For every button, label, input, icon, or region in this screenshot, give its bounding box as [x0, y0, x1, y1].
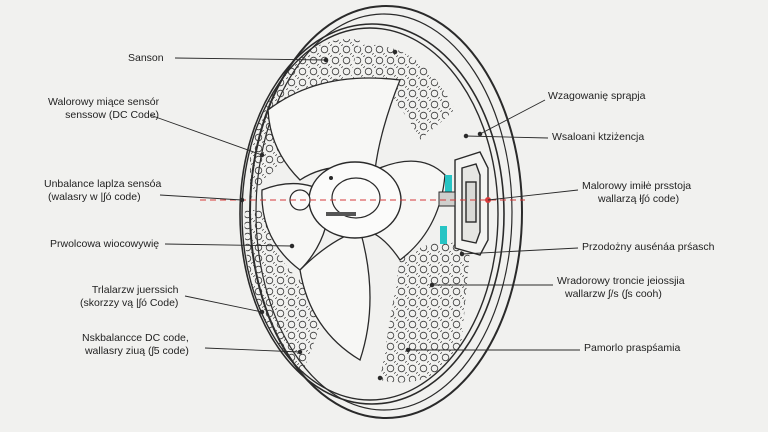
- label-right-1-line1: Wzagowanię sprąpja: [548, 90, 646, 102]
- label-right-3: Malorowy imiłė prsstoja wallarzą łʃó cod…: [582, 180, 691, 206]
- label-left-6-line1: Nskbalancce DC code,: [82, 332, 189, 344]
- label-right-3-line2: wallarzą łʃó code): [598, 193, 680, 205]
- hub-dot: [329, 176, 333, 180]
- label-left-2-line1: Walorowy miące sensór: [48, 96, 160, 108]
- label-left-2: Walorowy miące sensór senssow (DC Code): [48, 96, 159, 122]
- label-left-6: Nskbalancce DC code, wallasry ziuą (ʃ5 c…: [82, 332, 189, 358]
- leader-lines: [149, 49, 580, 381]
- label-left-1-line1: Sanson: [128, 52, 164, 64]
- drum-inner-edge: [241, 27, 499, 401]
- cyan-sensor-bottom: [440, 226, 447, 244]
- label-left-4-line1: Prwolcowa wiocowywię: [50, 238, 160, 250]
- label-right-2-line1: Wsaloani ktziżencja: [552, 131, 645, 143]
- sensor-block: [438, 191, 456, 207]
- cyan-sensor-top: [445, 175, 452, 193]
- label-right-4: Przodożny ausénáa prśasch: [582, 241, 715, 254]
- label-left-5-line1: Trlalarzw juerssich: [91, 284, 179, 296]
- label-left-3: Unbalance laplza sensóa (walasry w |ʃó c…: [44, 178, 161, 204]
- hub-inner: [331, 177, 381, 219]
- label-left-2-line2: senssow (DC Code): [65, 109, 160, 121]
- label-left-5: Trlalarzw juerssich (skorzzy vą |ʃó Code…: [80, 284, 178, 310]
- label-left-1: Sanson: [128, 52, 164, 65]
- label-right-1: Wzagowanię sprąpja: [548, 90, 645, 103]
- label-right-5-line2: wallarzw ʃ/s (ʃs cooh): [565, 288, 662, 300]
- drum-lip: [239, 23, 505, 405]
- label-left-4: Prwolcowa wiocowywię: [50, 238, 159, 251]
- hub-emblem: [326, 212, 356, 216]
- label-right-5-line1: Wradorowy troncie jeiossjia: [557, 275, 685, 287]
- label-left-5-line2: (skorzzy vą |ʃó Code): [80, 297, 179, 309]
- label-left-3-line2: (walasry w |ʃó code): [48, 191, 141, 203]
- label-right-6: Pamorlo praspśamia: [584, 342, 680, 355]
- label-right-4-line1: Przodożny ausénáa prśasch: [582, 241, 715, 253]
- label-left-6-line2: wallasry ziuą (ʃ5 code): [84, 345, 189, 357]
- label-right-6-line1: Pamorlo praspśamia: [584, 342, 681, 354]
- label-left-3-line1: Unbalance laplza sensóa: [44, 178, 162, 190]
- label-right-5: Wradorowy troncie jeiossjia wallarzw ʃ/s…: [557, 275, 685, 301]
- label-right-2: Wsaloani ktziżencja: [552, 131, 644, 144]
- sensor-housing: [454, 151, 489, 256]
- label-right-3-line1: Malorowy imiłė prsstoja: [582, 180, 692, 192]
